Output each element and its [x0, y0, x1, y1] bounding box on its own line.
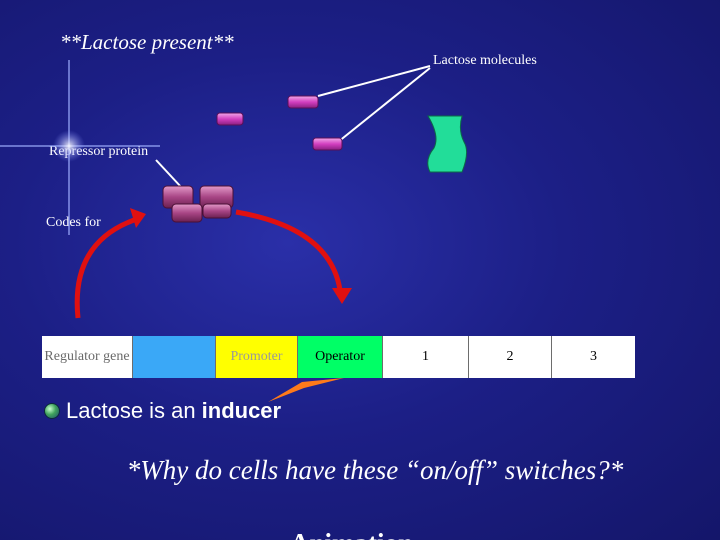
dna-segment-gene-3: 3	[552, 336, 635, 378]
lactose-molecule	[312, 137, 343, 151]
partially-visible-text: Animation	[290, 524, 490, 540]
dna-segment-gene-1: 1	[383, 336, 469, 378]
lactose-molecule	[287, 95, 319, 109]
repressor-pointer-line	[155, 159, 183, 189]
dna-segment-regulator-gene: Regulator gene	[42, 336, 133, 378]
lactose-molecules-label: Lactose molecules	[433, 53, 537, 68]
question-text: *Why do cells have these “on/off” switch…	[126, 455, 624, 485]
bullet-text: Lactose is an	[66, 398, 196, 423]
lactose-pointer-line-2	[337, 67, 431, 143]
dna-segment-promoter: Promoter	[216, 336, 298, 378]
segment-label: 2	[506, 349, 514, 364]
lactose-molecule	[216, 112, 244, 126]
segment-label: 3	[590, 349, 597, 364]
dna-segment-blank	[133, 336, 216, 378]
dna-segment-gene-2: 2	[469, 336, 552, 378]
dna-strand: Regulator gene Promoter Operator 1 2 3	[42, 336, 635, 378]
lactose-pointer-line-1	[317, 65, 431, 97]
inactive-repressor-shape	[427, 115, 468, 173]
bullet-point: Lactose is an inducer	[44, 398, 281, 424]
codes-for-label: Codes for	[46, 215, 101, 230]
repressor-to-operator-arrow	[235, 209, 343, 291]
repressor-protein-shape	[162, 185, 234, 223]
segment-label: Operator	[315, 349, 365, 364]
slide-title: **Lactose present**	[60, 30, 234, 54]
codes-for-arrowhead	[130, 208, 146, 228]
inducer-pointer	[268, 378, 344, 402]
segment-label: Promoter	[230, 349, 283, 364]
codes-for-arrow	[74, 215, 141, 319]
bullet-sphere-icon	[44, 403, 60, 419]
segment-label: 1	[422, 349, 429, 364]
partially-visible-text-content: Animation	[290, 528, 490, 540]
repressor-to-operator-arrowhead	[332, 288, 352, 304]
dna-segment-operator: Operator	[298, 336, 383, 378]
segment-label: Regulator gene	[44, 349, 130, 364]
bullet-emphasis: inducer	[201, 398, 282, 423]
lens-flare-decoration	[0, 60, 160, 235]
